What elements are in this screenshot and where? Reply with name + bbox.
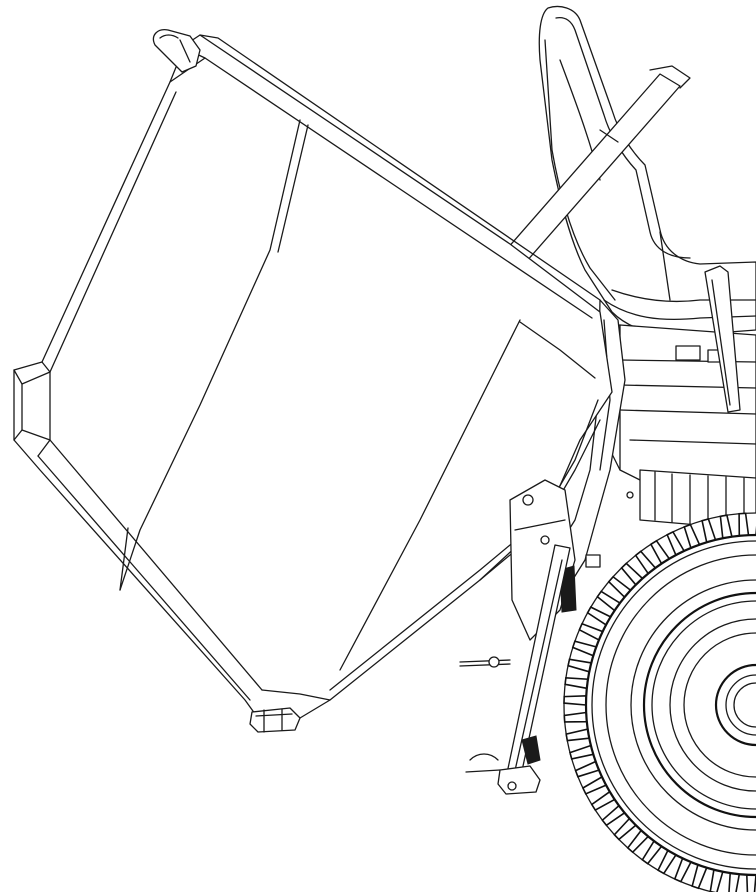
tread-block — [745, 873, 756, 892]
side-lever — [704, 265, 741, 413]
tread-block — [563, 694, 588, 706]
rear-wheel — [563, 512, 756, 892]
grass-collector-bag — [13, 29, 613, 733]
side-pivot-arm — [459, 544, 571, 795]
